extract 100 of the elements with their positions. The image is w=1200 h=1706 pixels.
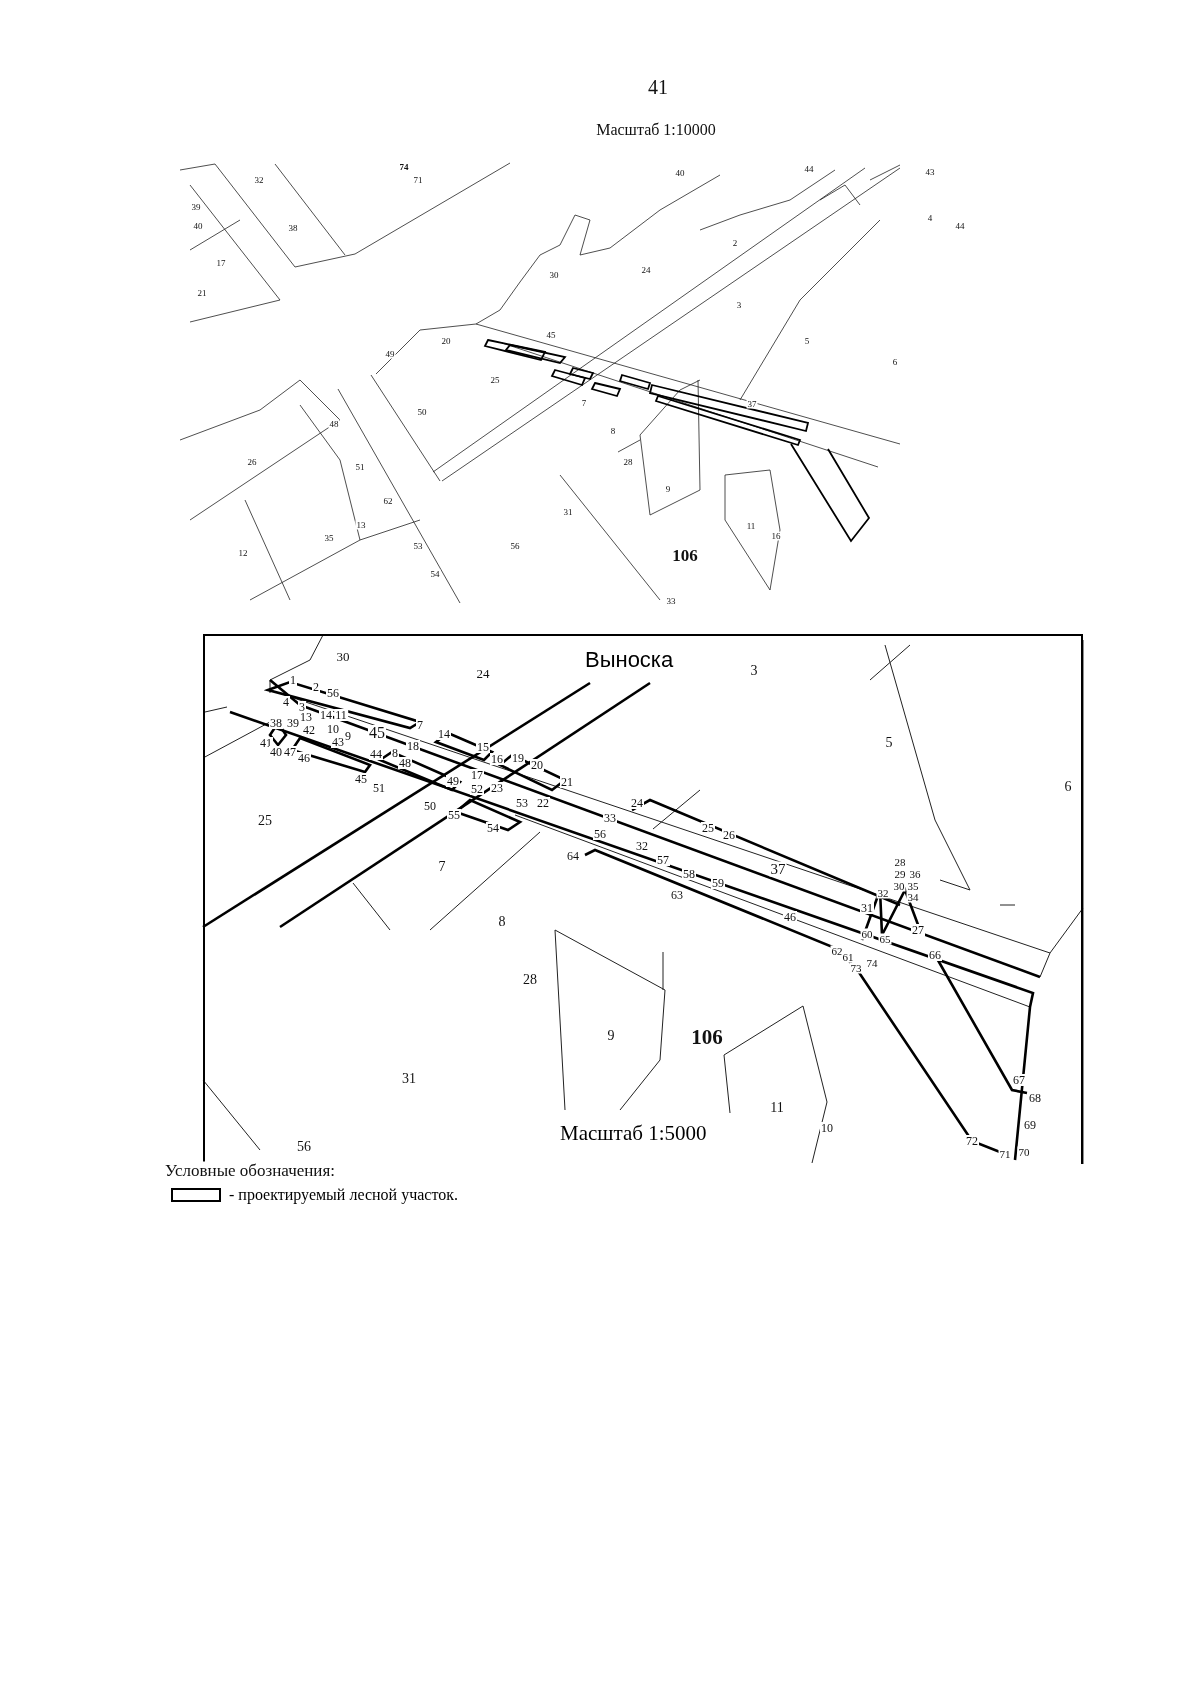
parcel-number: 5 — [803, 336, 811, 346]
parcel-number: 45 — [368, 725, 386, 741]
parcel-number: 9 — [344, 730, 352, 742]
parcel-number: 28 — [622, 457, 634, 467]
parcel-number: 71 — [998, 1148, 1012, 1160]
parcel-number: 28 — [893, 856, 907, 868]
parcel-number: 42 — [302, 724, 316, 736]
parcel-number: 20 — [530, 759, 544, 771]
parcel-number: 8 — [609, 426, 617, 436]
parcel-number: 9 — [664, 484, 672, 494]
parcel-number: 11 — [745, 521, 757, 531]
parcel-number: 34 — [906, 891, 920, 903]
parcel-number: 12 — [237, 548, 249, 558]
parcel-number: 56 — [509, 541, 521, 551]
parcel-number: 5 — [884, 736, 894, 750]
parcel-number: 27 — [911, 924, 925, 936]
inset-heading: Выноска — [585, 647, 674, 673]
parcel-number: 11 — [334, 709, 348, 721]
parcel-number: 46 — [783, 911, 797, 923]
parcel-number: 52 — [470, 783, 484, 795]
parcel-number: 32 — [253, 175, 265, 185]
parcel-number: 18 — [406, 740, 420, 752]
parcel-number: 26 — [722, 829, 736, 841]
parcel-number: 68 — [1028, 1092, 1042, 1104]
parcel-number: 11 — [769, 1101, 785, 1115]
parcel-number: 54 — [429, 569, 441, 579]
parcel-number: 24 — [640, 265, 652, 275]
page-heading: Масштаб 1:10000 — [595, 122, 717, 138]
parcel-number: 7 — [437, 860, 447, 874]
parcel-number: 46 — [297, 752, 311, 764]
parcel-number: 40 — [674, 168, 686, 178]
parcel-number: 6 — [891, 357, 899, 367]
parcel-number: 10 — [326, 723, 340, 735]
parcel-number: 61 — [841, 951, 855, 963]
parcel-number: 39 — [286, 717, 300, 729]
parcel-number: 3 — [735, 300, 743, 310]
parcel-number: 53 — [412, 541, 424, 551]
parcel-number: 51 — [354, 462, 366, 472]
parcel-number: 51 — [372, 782, 386, 794]
parcel-number: 7 — [580, 398, 588, 408]
parcel-number: 66 — [928, 949, 942, 961]
parcel-number: 32 — [635, 840, 649, 852]
parcel-number: 20 — [440, 336, 452, 346]
parcel-number: 37 — [769, 861, 787, 877]
parcel-number: 6 — [1063, 780, 1073, 794]
parcel-number: 17 — [215, 258, 227, 268]
parcel-number: 15 — [476, 741, 490, 753]
parcel-number: 2 — [731, 238, 739, 248]
parcel-number: 28 — [522, 973, 538, 987]
parcel-number: 56 — [296, 1140, 312, 1154]
legend-text: - проектируемый лесной участок. — [229, 1186, 458, 1204]
parcel-number: 62 — [830, 945, 844, 957]
parcel-number: 37 — [746, 399, 758, 409]
parcel-number: 33 — [665, 596, 677, 606]
parcel-number: 74 — [865, 957, 879, 969]
parcel-number: 13 — [299, 711, 313, 723]
parcel-number: 44 — [369, 748, 383, 760]
parcel-number: 59 — [711, 877, 725, 889]
parcel-number: 43 — [924, 167, 936, 177]
parcel-number: 54 — [486, 822, 500, 834]
parcel-number: 73 — [849, 962, 863, 974]
parcel-number: 13 — [355, 520, 367, 530]
parcel-number: 10 — [820, 1122, 834, 1134]
legend-heading: Условные обозначения: — [164, 1161, 336, 1179]
parcel-number: 1 — [289, 674, 297, 686]
parcel-number: 7 — [416, 719, 424, 731]
parcel-number: 24 — [630, 797, 644, 809]
parcel-number: 21 — [560, 776, 574, 788]
parcel-number: 33 — [603, 812, 617, 824]
parcel-number: 62 — [382, 496, 394, 506]
parcel-number: 53 — [515, 797, 529, 809]
parcel-number: 22 — [536, 797, 550, 809]
parcel-number: 64 — [566, 850, 580, 862]
parcel-number: 25 — [257, 814, 273, 828]
parcel-number: 71 — [412, 175, 424, 185]
parcel-number: 43 — [331, 736, 345, 748]
parcel-number: 49 — [446, 775, 460, 787]
parcel-number: 57 — [656, 854, 670, 866]
parcel-number: 67 — [1012, 1074, 1026, 1086]
parcel-number: 36 — [908, 868, 922, 880]
parcel-number: 4 — [282, 696, 290, 708]
parcel-number: 49 — [384, 349, 396, 359]
parcel-number: 40 — [269, 746, 283, 758]
parcel-number: 8 — [391, 747, 399, 759]
parcel-number: 41 — [259, 737, 273, 749]
parcel-number: 63 — [670, 889, 684, 901]
parcel-number: 45 — [354, 773, 368, 785]
parcel-number: 3 — [749, 664, 759, 678]
parcel-number: 44 — [803, 164, 815, 174]
parcel-number: 23 — [490, 782, 504, 794]
parcel-number: 35 — [323, 533, 335, 543]
parcel-number: 69 — [1023, 1119, 1037, 1131]
parcel-number: 60 — [860, 928, 874, 940]
parcel-number: 55 — [447, 809, 461, 821]
parcel-number: 30 — [548, 270, 560, 280]
parcel-number: 38 — [269, 717, 283, 729]
parcel-number: 26 — [246, 457, 258, 467]
parcel-number: 58 — [682, 868, 696, 880]
parcel-number: 31 — [401, 1072, 417, 1086]
parcel-number: 48 — [398, 757, 412, 769]
